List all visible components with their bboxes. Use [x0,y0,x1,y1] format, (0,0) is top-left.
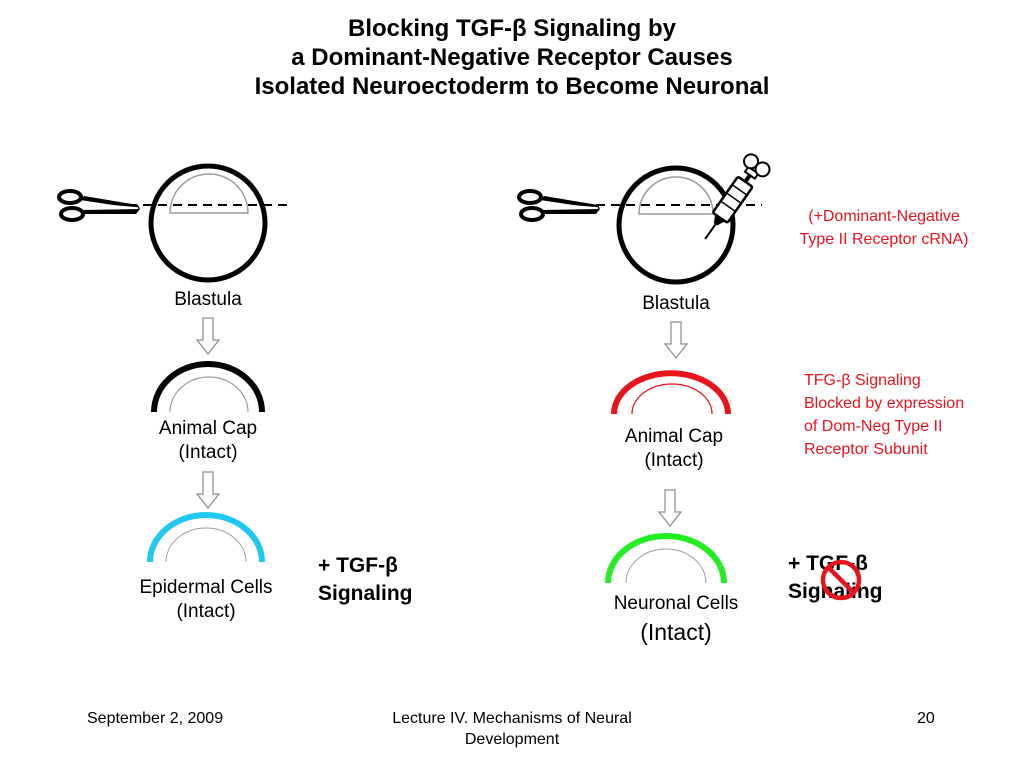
syringe-icon [704,153,771,240]
left-cap-label: Animal Cap (Intact) [118,417,298,465]
left-signaling-line-1: + TGF-β [318,554,398,577]
injection-line-2: Type II Receptor cRNA) [799,231,969,248]
blocked-line-1: TFG-β Signaling [804,372,921,389]
footer-date: September 2, 2009 [87,710,224,727]
right-result-label-line-2: (Intact) [640,619,712,645]
left-animal-cap [151,361,265,413]
blocked-line-3: of Dom-Neg Type II [804,418,943,435]
footer-lecture-line-1: Lecture IV. Mechanisms of Neural [392,710,632,727]
footer-lecture: Lecture IV. Mechanisms of Neural Develop… [362,708,662,750]
right-signaling-line-1: + TGF-β [788,552,868,575]
slide-title: Blocking TGF-β Signaling by a Dominant-N… [0,14,1024,101]
left-cap-label-line-2: (Intact) [178,442,238,463]
left-result-label-line-2: (Intact) [176,601,236,622]
right-blastula-label: Blastula [642,293,710,314]
left-epidermal-cap [147,512,265,563]
right-neuronal-cap [605,533,727,584]
left-blastula-label: Blastula [174,289,242,310]
title-line-1: Blocking TGF-β Signaling by [348,15,676,42]
footer-page-number: 20 [917,710,935,727]
injection-line-1: (+Dominant-Negative [808,208,960,225]
right-cap-label-line-1: Animal Cap [624,426,724,447]
right-blastula [616,165,736,285]
right-cap-label: Animal Cap (Intact) [584,425,764,473]
left-arrow-1-icon [196,317,220,355]
injection-annotation: (+Dominant-Negative Type II Receptor cRN… [770,205,998,251]
footer-lecture-line-2: Development [464,731,560,748]
left-signaling-line-2: Signaling [318,582,413,605]
blocked-annotation: TFG-β Signaling Blocked by expression of… [804,369,964,461]
left-signaling-label: + TGF-β Signaling [318,552,413,608]
blocked-line-2: Blocked by expression [804,395,965,412]
right-arrow-1-icon [664,321,688,359]
title-line-3: Isolated Neuroectoderm to Become Neurona… [254,73,770,100]
left-cap-label-line-1: Animal Cap [158,418,258,439]
right-scissors-icon [517,189,602,222]
left-result-label-line-1: Epidermal Cells [139,577,273,598]
left-blastula [148,163,268,283]
left-arrow-2-icon [196,471,220,509]
blocked-line-4: Receptor Subunit [804,441,928,458]
prohibited-icon [820,559,862,601]
left-result-label: Epidermal Cells (Intact) [116,576,296,624]
right-result-label: Neuronal Cells (Intact) [586,592,766,648]
right-cap-label-line-2: (Intact) [644,450,704,471]
right-arrow-2-icon [658,489,682,527]
left-scissors-icon [57,189,142,222]
right-animal-cap [611,370,731,415]
right-result-label-line-1: Neuronal Cells [613,593,739,614]
title-line-2: a Dominant-Negative Receptor Causes [291,44,733,71]
